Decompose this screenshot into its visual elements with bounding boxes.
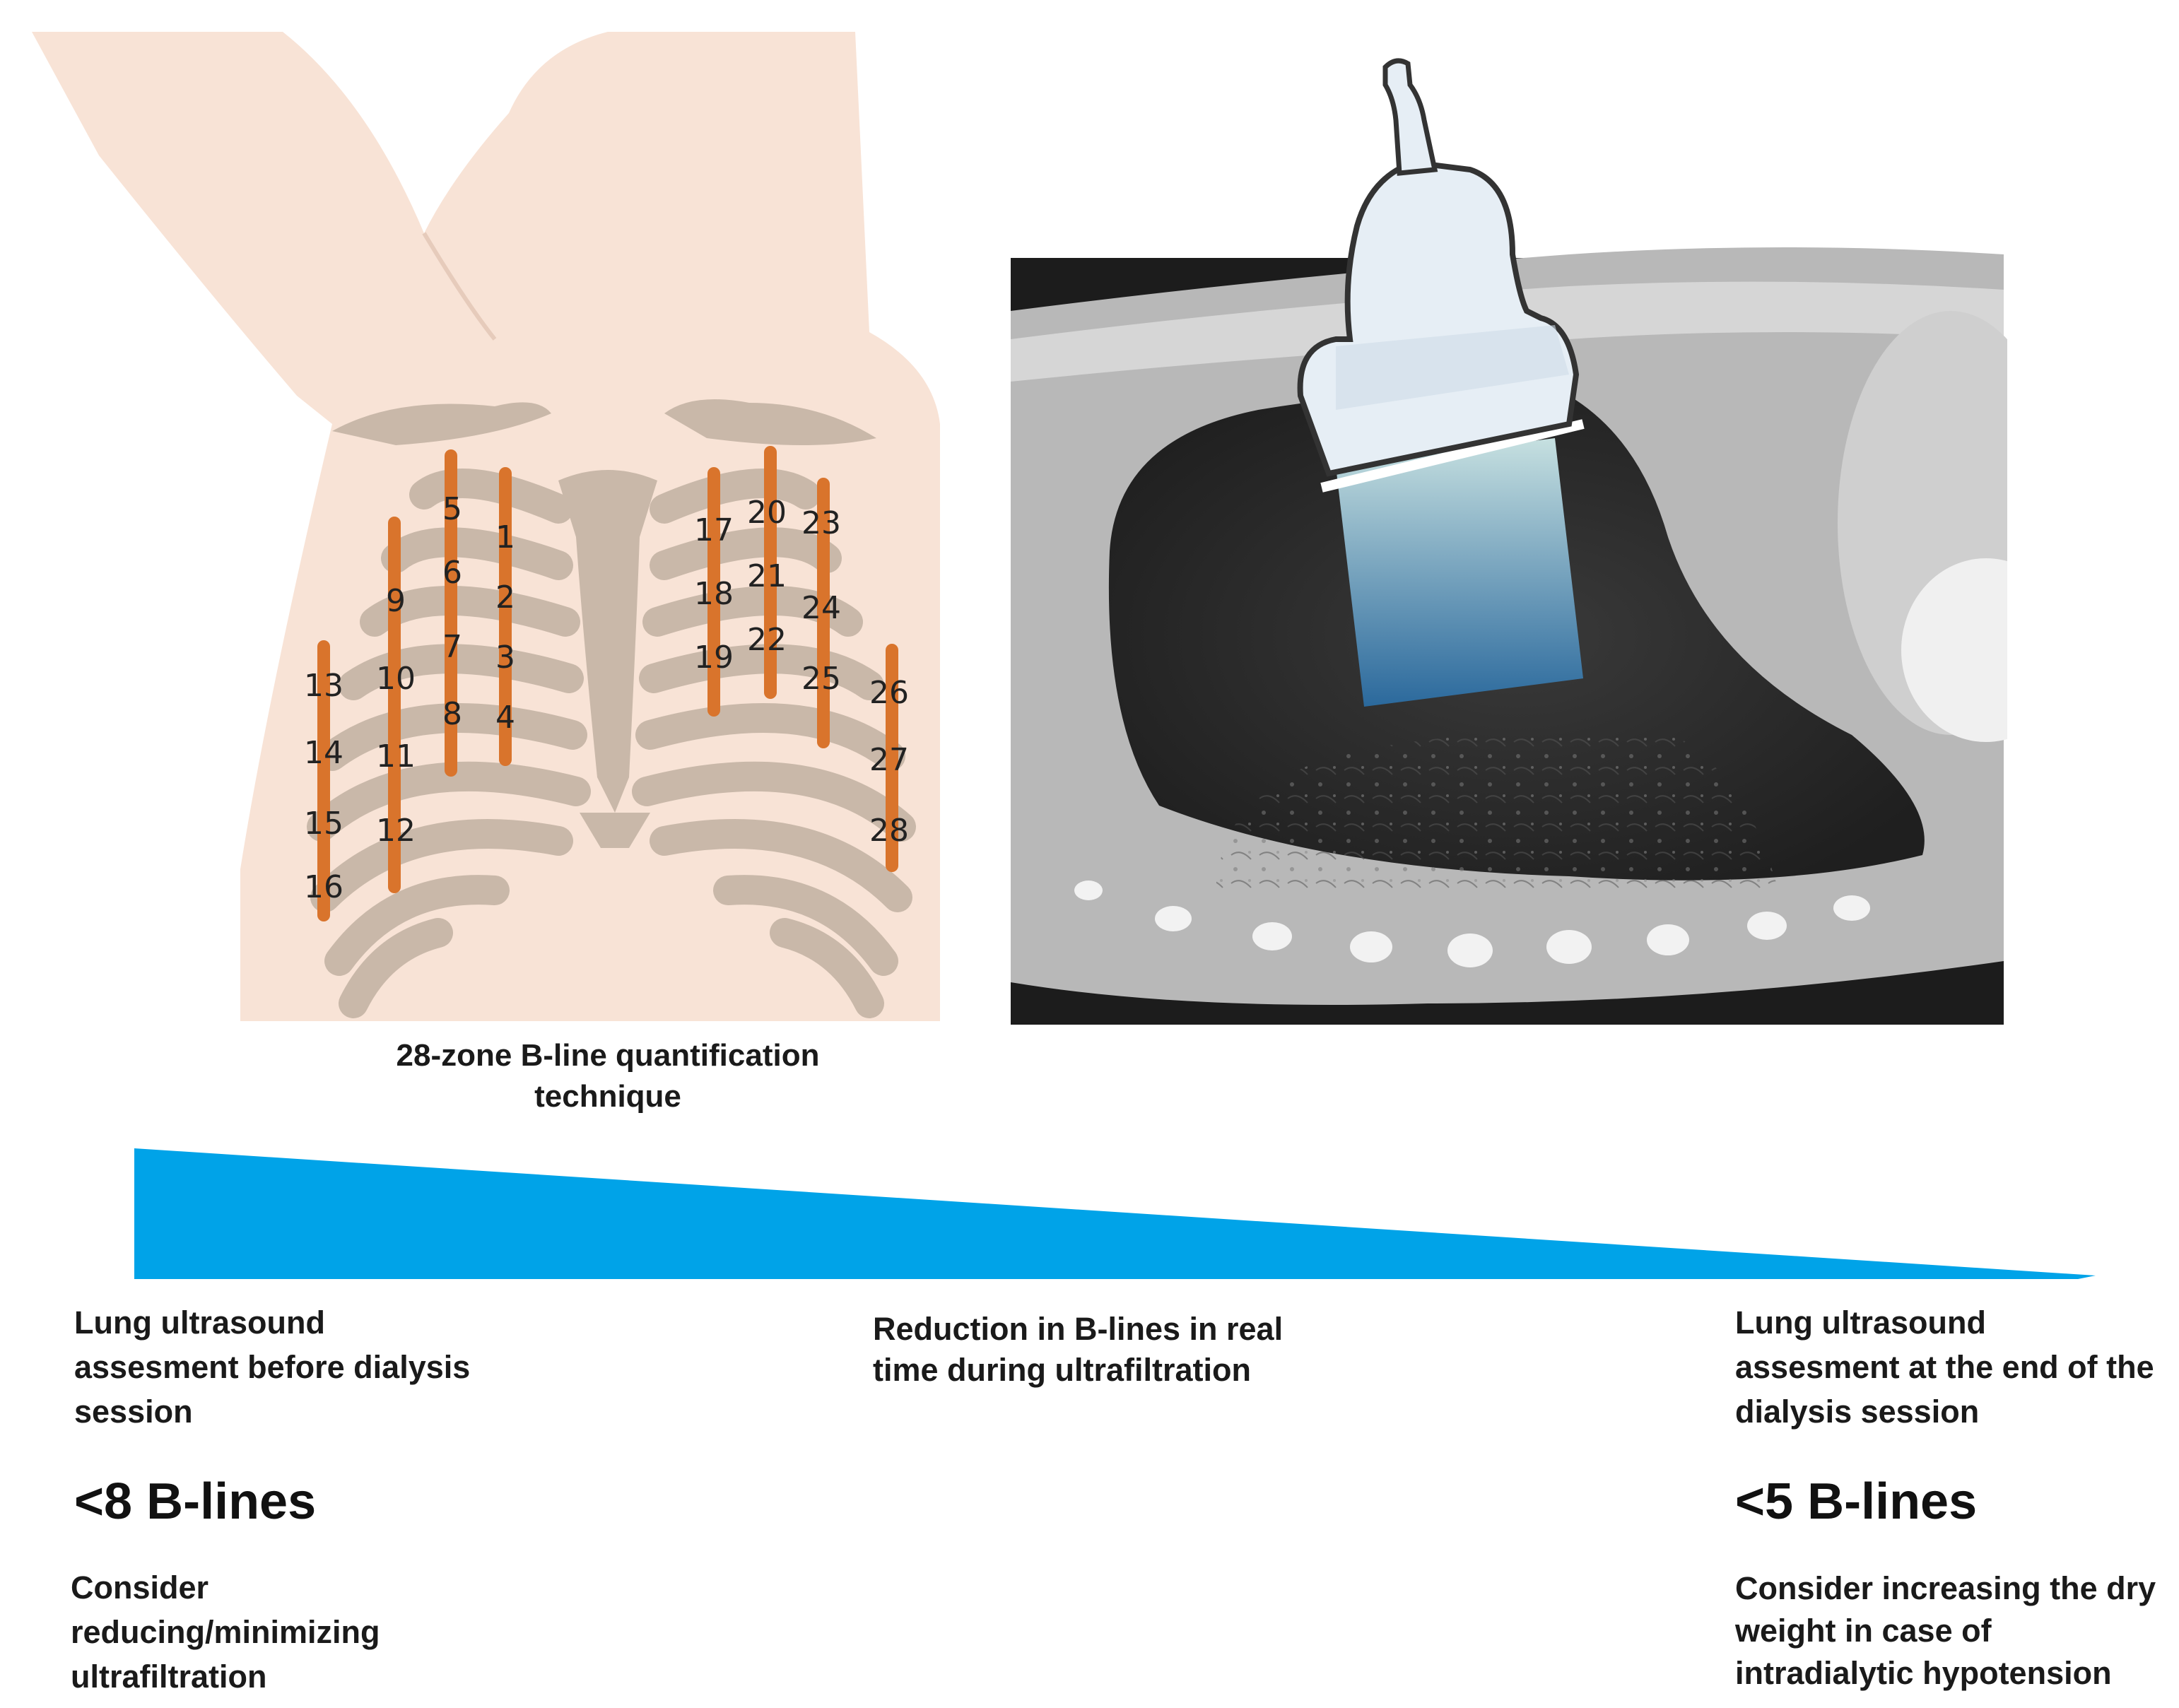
zone-label: 10	[376, 661, 416, 697]
zone-label: 17	[694, 512, 734, 548]
zone-label: 3	[495, 640, 515, 676]
probe-cable	[1382, 58, 1438, 176]
zone-labels: 1 2 3 4 5 6 7 8 9 10 11 12 13 14 15 16 1…	[304, 491, 909, 905]
probe-contact-line	[1320, 419, 1585, 493]
stage-after-threshold: <5 B-lines	[1735, 1473, 1978, 1530]
zone-label: 26	[869, 675, 909, 711]
zone-label: 18	[694, 576, 734, 612]
neck-contour	[422, 232, 497, 341]
rib-cross-sections	[1074, 880, 1870, 967]
zone-label: 4	[495, 700, 515, 736]
scan-lines	[317, 446, 898, 921]
technique-caption: 28-zone B-line quantification technique	[396, 1038, 820, 1114]
stage-after-advice: Consider increasing the dry weight in ca…	[1735, 1570, 2156, 1691]
b-line-reduction-wedge	[134, 1148, 2096, 1279]
zone-label: 15	[304, 806, 343, 842]
zone-label: 27	[869, 742, 909, 778]
zone-label: 2	[495, 579, 515, 616]
ct-scan-with-probe	[1011, 58, 2007, 1025]
zone-label: 23	[801, 505, 841, 541]
zone-label: 8	[442, 696, 462, 732]
zone-label: 9	[386, 583, 406, 619]
zone-label: 19	[694, 640, 734, 676]
torso-illustration: 1 2 3 4 5 6 7 8 9 10 11 12 13 14 15 16 1…	[32, 32, 940, 1021]
zone-label: 1	[495, 519, 515, 555]
stage-before-description: Lung ultrasound assesment before dialysi…	[74, 1304, 471, 1430]
zone-label: 11	[376, 738, 416, 775]
ultrasound-beam	[1336, 438, 1583, 707]
zone-label: 25	[801, 661, 841, 697]
zone-label: 24	[801, 590, 841, 626]
stage-before-threshold: <8 B-lines	[74, 1473, 317, 1530]
zone-label: 7	[442, 629, 462, 665]
zone-label: 21	[747, 558, 787, 594]
stage-before-advice: Consider reducing/minimizing ultrafiltra…	[71, 1569, 380, 1695]
zone-label: 16	[304, 869, 343, 905]
zone-label: 12	[376, 813, 416, 849]
rib-cage	[307, 399, 916, 1018]
zone-label: 6	[442, 555, 462, 591]
zone-label: 22	[747, 622, 787, 658]
zone-label: 28	[869, 813, 909, 849]
zone-label: 14	[304, 735, 343, 771]
stage-after-description: Lung ultrasound assesment at the end of …	[1735, 1304, 2154, 1430]
zone-label: 13	[304, 668, 343, 704]
zone-label: 5	[442, 491, 462, 527]
wedge-shape	[134, 1148, 2096, 1279]
stage-during-description: Reduction in B-lines in real time during…	[873, 1311, 1284, 1388]
zone-label: 20	[747, 495, 787, 531]
